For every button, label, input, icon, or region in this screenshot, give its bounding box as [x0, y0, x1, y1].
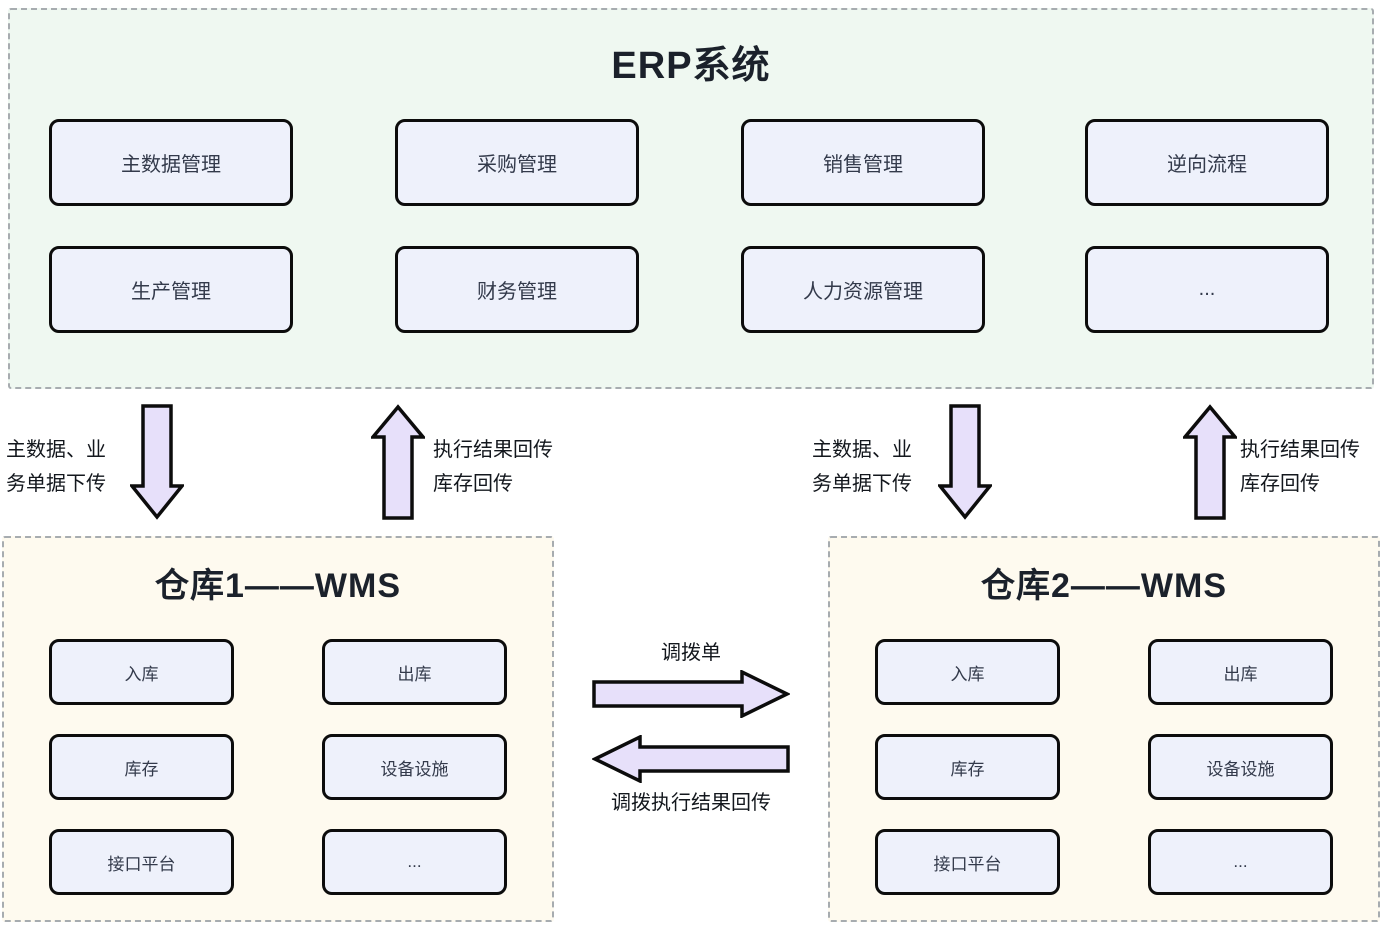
down-arrow-icon — [130, 404, 184, 520]
warehouse2-wms-container: 仓库2——WMS 入库 出库 库存 设备设施 接口平台 ... — [828, 536, 1380, 922]
upload-flow-label-line1: 执行结果回传 — [433, 439, 553, 461]
wh2-module-inbound: 入库 — [875, 639, 1060, 705]
wh1-module-more: ... — [322, 829, 507, 895]
upload-flow-label: 执行结果回传 库存回传 — [433, 433, 553, 501]
erp-module-procurement: 采购管理 — [395, 119, 639, 206]
upload-flow-label-line2: 库存回传 — [433, 473, 513, 495]
wh1-module-interface: 接口平台 — [49, 829, 234, 895]
download-flow-label: 主数据、业 务单据下传 — [812, 433, 912, 501]
wh2-module-interface: 接口平台 — [875, 829, 1060, 895]
download-flow-label-line2: 务单据下传 — [812, 473, 912, 495]
download-flow-label-line1: 主数据、业 — [6, 439, 106, 461]
up-arrow-icon — [371, 404, 425, 520]
wh2-module-outbound: 出库 — [1148, 639, 1333, 705]
wh2-module-equipment: 设备设施 — [1148, 734, 1333, 800]
wh1-module-equipment: 设备设施 — [322, 734, 507, 800]
warehouse2-title: 仓库2——WMS — [981, 567, 1227, 605]
erp-title: ERP系统 — [611, 45, 771, 87]
warehouse1-title: 仓库1——WMS — [155, 567, 401, 605]
upload-flow-label-line1: 执行结果回传 — [1240, 439, 1360, 461]
erp-module-finance: 财务管理 — [395, 246, 639, 333]
download-flow-label: 主数据、业 务单据下传 — [6, 433, 106, 501]
download-flow-label-line2: 务单据下传 — [6, 473, 106, 495]
wh2-module-more: ... — [1148, 829, 1333, 895]
erp-module-sales: 销售管理 — [741, 119, 985, 206]
left-arrow-icon — [592, 735, 790, 783]
erp-module-master-data: 主数据管理 — [49, 119, 293, 206]
erp-module-hr: 人力资源管理 — [741, 246, 985, 333]
erp-system-container: ERP系统 主数据管理 采购管理 销售管理 逆向流程 生产管理 财务管理 人力资… — [8, 8, 1374, 389]
upload-flow-label-line2: 库存回传 — [1240, 473, 1320, 495]
right-arrow-icon — [592, 670, 790, 718]
upload-flow-label: 执行结果回传 库存回传 — [1240, 433, 1360, 501]
transfer-order-label: 调拨单 — [661, 642, 721, 664]
wh2-module-inventory: 库存 — [875, 734, 1060, 800]
erp-module-more: ... — [1085, 246, 1329, 333]
warehouse1-wms-container: 仓库1——WMS 入库 出库 库存 设备设施 接口平台 ... — [2, 536, 554, 922]
erp-module-production: 生产管理 — [49, 246, 293, 333]
wh1-module-outbound: 出库 — [322, 639, 507, 705]
wh1-module-inventory: 库存 — [49, 734, 234, 800]
transfer-result-label: 调拨执行结果回传 — [611, 792, 771, 814]
up-arrow-icon — [1183, 404, 1237, 520]
down-arrow-icon — [938, 404, 992, 520]
erp-module-reverse-flow: 逆向流程 — [1085, 119, 1329, 206]
download-flow-label-line1: 主数据、业 — [812, 439, 912, 461]
wh1-module-inbound: 入库 — [49, 639, 234, 705]
